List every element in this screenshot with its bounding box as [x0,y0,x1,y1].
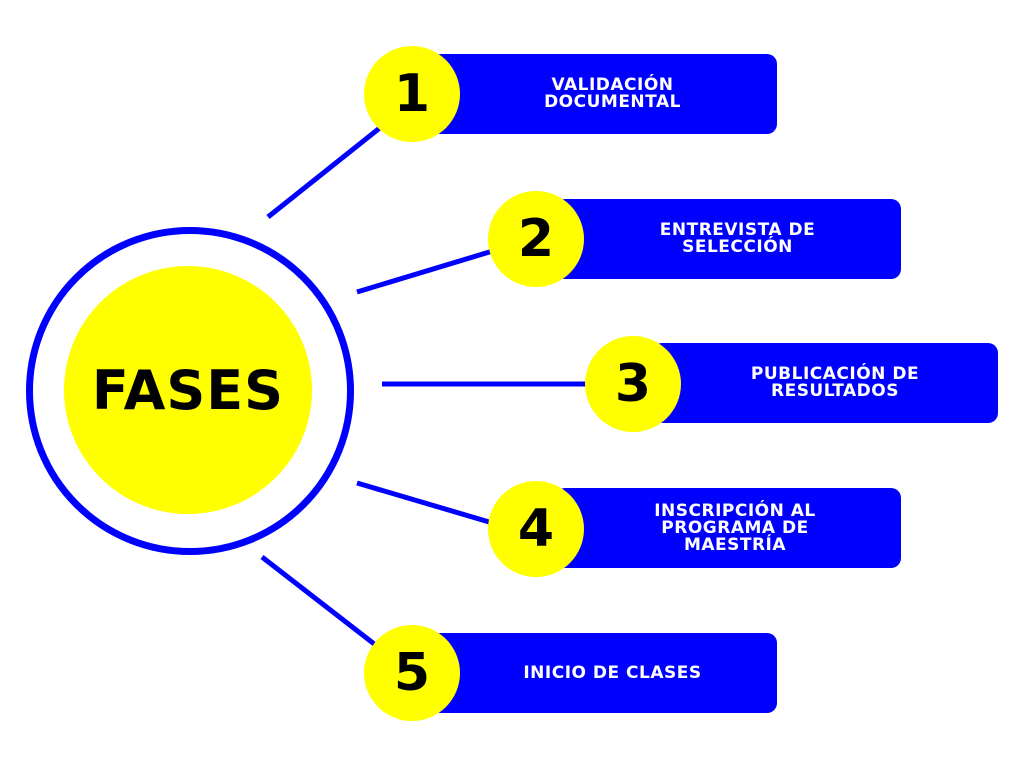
phase-3-number: 3 [614,354,652,414]
phase-5-box [430,633,777,713]
phase-1-box [430,54,777,134]
phase-4-label: INSCRIPCIÓN AL PROGRAMA DE MAESTRÍA [654,500,816,555]
phase-2-number: 2 [517,209,555,269]
phase-1-badge: 1 [364,46,460,142]
phase-2-label: ENTREVISTA DE SELECCIÓN [659,220,816,257]
phase-3-box [652,343,998,423]
phase-1-number: 1 [393,64,431,124]
phase-2-badge: 2 [488,191,584,287]
phase-5-badge: 5 [364,625,460,721]
phase-4-badge: 4 [488,481,584,577]
connector-line-5 [260,555,384,652]
connector-line-2 [356,247,497,295]
phase-3-label: PUBLICACIÓN DE RESULTADOS [750,364,920,401]
connector-line-1 [266,121,388,219]
phase-4-number: 4 [517,499,555,559]
phase-4-box [555,488,901,568]
phase-2-box [555,199,901,279]
center-circle: FASES [64,266,312,514]
phase-5-label: INICIO DE CLASES [523,662,702,683]
center-title: FASES [91,358,285,422]
phase-5-number: 5 [393,643,431,703]
phase-1-label: VALIDACIÓN DOCUMENTAL [544,75,681,112]
phase-3-badge: 3 [585,336,681,432]
connector-line-4 [356,480,497,527]
